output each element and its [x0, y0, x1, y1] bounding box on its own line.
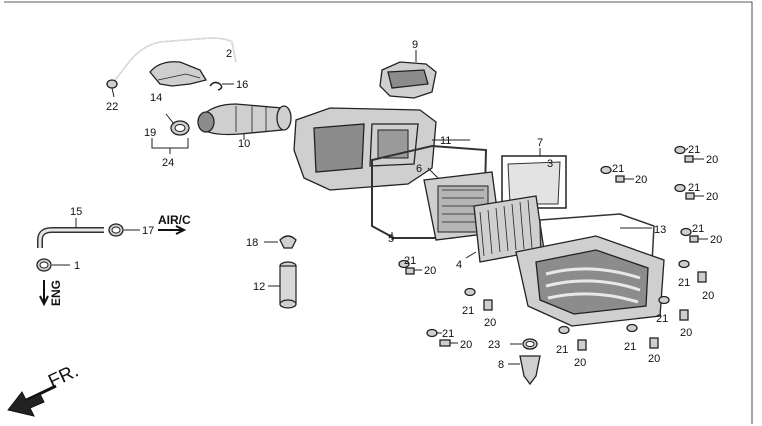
clip-22 [106, 79, 118, 98]
label-16: 16 [236, 79, 248, 91]
washer-21-d [680, 227, 692, 237]
label-19: 19 [144, 127, 156, 139]
clamp-1 [36, 258, 70, 272]
screw-20-b [615, 175, 634, 183]
washer-21-i [426, 328, 442, 338]
label-20-d: 20 [710, 234, 722, 246]
washer-21-j [558, 325, 570, 335]
label-21-k: 21 [624, 341, 636, 353]
label-20-j: 20 [574, 357, 586, 369]
frame-border [4, 1, 753, 424]
plug-8 [508, 355, 541, 386]
front-arrow-head [7, 391, 45, 417]
label-20-k: 20 [648, 353, 660, 365]
label-20-c: 20 [706, 191, 718, 203]
screw-20-k [649, 337, 659, 349]
label-20-b: 20 [635, 174, 647, 186]
screw-20-d [689, 235, 708, 243]
label-9: 9 [412, 39, 418, 51]
label-21-f: 21 [678, 277, 690, 289]
label-13: 13 [654, 224, 666, 236]
screw-20-f [697, 271, 707, 283]
label-24: 24 [162, 157, 174, 169]
label-23: 23 [488, 339, 500, 351]
label-20-e: 20 [424, 265, 436, 277]
screw-20-a [684, 155, 704, 163]
label-5: 5 [388, 233, 394, 245]
air-c-arrow [158, 225, 187, 235]
label-3: 3 [547, 158, 553, 170]
washer-21-c [674, 183, 686, 193]
air-c-label: AIR/C [158, 213, 191, 227]
filter-outline-7 [501, 155, 567, 209]
label-21-e: 21 [404, 255, 416, 267]
screw-20-e [405, 267, 422, 275]
label-20-i: 20 [460, 339, 472, 351]
label-6: 6 [416, 163, 422, 175]
clamp-19 [165, 113, 190, 136]
label-11: 11 [440, 135, 451, 147]
screw-20-j [577, 339, 587, 351]
washer-21-b [600, 165, 612, 175]
duct-10 [197, 103, 292, 140]
element-3 [507, 161, 561, 205]
bracket-24-leader [151, 138, 189, 154]
bracket-14 [149, 61, 208, 87]
label-17: 17 [142, 225, 154, 237]
label-18: 18 [246, 237, 258, 249]
washer-21-a [674, 145, 689, 155]
screw-20-h [679, 309, 689, 321]
hose-2 [111, 37, 237, 85]
tube-15 [37, 218, 104, 248]
label-21-d: 21 [692, 223, 704, 235]
label-10: 10 [238, 138, 250, 150]
drain-tube-12 [268, 261, 297, 309]
clamp-17 [108, 223, 140, 237]
label-21-h: 21 [656, 313, 668, 325]
label-21-c: 21 [688, 182, 700, 194]
eng-arrow [39, 280, 49, 307]
label-20-f: 20 [702, 290, 714, 302]
boot-9 [379, 50, 437, 99]
washer-21-h [658, 295, 670, 305]
washer-21-f [678, 259, 690, 269]
label-4: 4 [456, 259, 462, 271]
washer-21-k [626, 323, 638, 333]
eng-label: ENG [49, 280, 63, 306]
ring-23 [510, 338, 538, 350]
label-15: 15 [70, 206, 82, 218]
label-1: 1 [74, 260, 80, 272]
label-21-j: 21 [556, 344, 568, 356]
label-20-g: 20 [484, 317, 496, 329]
label-21-b: 21 [612, 163, 624, 175]
label-8: 8 [498, 359, 504, 371]
label-20-a: 20 [706, 154, 718, 166]
screw-20-g [483, 299, 493, 311]
cover [515, 235, 665, 327]
screw-20-c [685, 192, 704, 200]
clip-18 [264, 235, 297, 249]
label-14: 14 [150, 92, 162, 104]
label-12: 12 [253, 281, 265, 293]
screw-20-i [439, 339, 458, 347]
clip-16 [209, 81, 234, 91]
label-21-a: 21 [688, 144, 700, 156]
case-11 [293, 107, 470, 191]
label-7: 7 [537, 137, 543, 149]
washer-21-g [464, 287, 476, 297]
label-21-i: 21 [442, 328, 454, 340]
label-2: 2 [226, 48, 232, 60]
label-21-g: 21 [462, 305, 474, 317]
washer-21-e [398, 259, 410, 269]
label-22: 22 [106, 101, 118, 113]
label-20-h: 20 [680, 327, 692, 339]
